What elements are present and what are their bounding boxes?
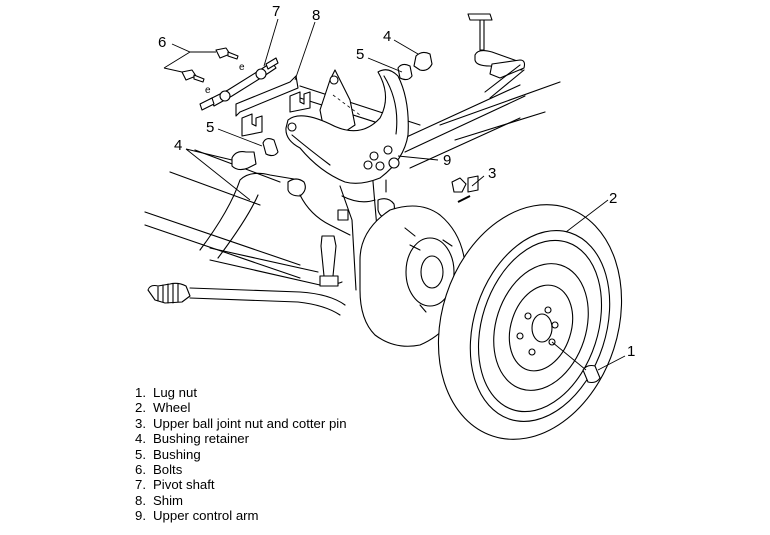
legend-item: 6. Bolts (135, 462, 347, 477)
callout-5-top: 5 (356, 46, 364, 63)
bushings (231, 51, 433, 171)
legend-item: 8. Shim (135, 493, 347, 508)
legend-number: 2. (135, 400, 146, 416)
legend-label: Bushing (153, 446, 201, 462)
legend-number: 1. (135, 385, 146, 400)
legend-item: 9. Upper control arm (135, 508, 347, 523)
legend-number: 9. (135, 508, 146, 524)
legend-label: Shim (153, 492, 184, 508)
callout-9: 9 (443, 152, 451, 169)
callout-8: 8 (312, 7, 320, 24)
legend-item: 7. Pivot shaft (135, 477, 347, 492)
svg-text:e: e (205, 85, 211, 96)
wheel (437, 204, 623, 440)
legend-label: Bolts (153, 462, 183, 478)
brake-handle (467, 13, 526, 99)
legend-item: 2. Wheel (135, 400, 347, 415)
callout-leaders (163, 18, 626, 371)
legend-label: Pivot shaft (153, 477, 215, 493)
tie-rod (147, 247, 346, 316)
callout-5-left: 5 (206, 119, 214, 136)
ball-joint-nut (451, 175, 479, 203)
callout-2: 2 (609, 190, 617, 207)
legend-label: Bushing retainer (153, 431, 250, 447)
legend-item: 3. Upper ball joint nut and cotter pin (135, 416, 347, 431)
legend-label: Lug nut (153, 385, 197, 400)
brake-rotor (359, 205, 467, 347)
callout-4-top: 4 (383, 28, 391, 45)
legend-number: 6. (135, 462, 146, 478)
callout-4-left: 4 (174, 137, 182, 154)
callout-labels: 1 2 3 4 4 5 5 6 7 8 9 (158, 3, 635, 360)
svg-text:e: e (239, 62, 245, 73)
legend-item: 5. Bushing (135, 447, 347, 462)
legend-number: 5. (135, 446, 146, 462)
legend-number: 3. (135, 415, 146, 431)
parts-legend: 1. Lug nut 2. Wheel 3. Upper ball joint nut… (135, 385, 347, 524)
callout-7: 7 (272, 3, 280, 20)
legend-number: 4. (135, 431, 146, 447)
legend-item: 1. Lug nut (135, 385, 347, 400)
legend-number: 7. (135, 477, 146, 493)
pivot-shaft-assembly: e e (181, 47, 311, 137)
legend-number: 8. (135, 492, 146, 508)
callout-1: 1 (627, 343, 635, 360)
knuckle-assembly (199, 169, 395, 291)
legend-label: Upper ball joint nut and cotter pin (153, 415, 347, 431)
legend-item: 4. Bushing retainer (135, 431, 347, 446)
callout-3: 3 (488, 165, 496, 182)
legend-label: Wheel (153, 400, 191, 416)
lug-nut (551, 341, 601, 384)
callout-6: 6 (158, 34, 166, 51)
legend-label: Upper control arm (153, 508, 259, 524)
upper-control-arm (285, 69, 409, 193)
